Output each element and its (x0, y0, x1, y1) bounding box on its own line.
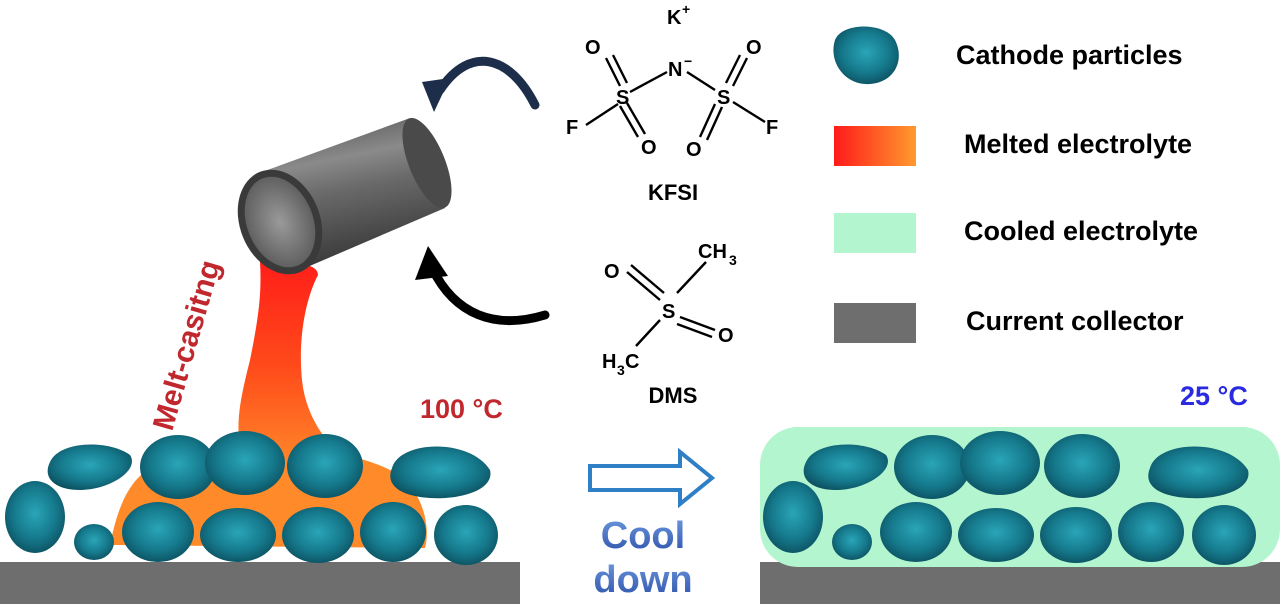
cathode-particle (1040, 507, 1112, 563)
cathode-particle (803, 444, 888, 490)
cathode-particle (894, 435, 970, 499)
cathode-particles-right (763, 431, 1256, 565)
kfsi-name: KFSI (648, 180, 698, 205)
legend-collector-label: Current collector (966, 306, 1184, 336)
svg-text:O: O (641, 137, 657, 159)
svg-text:N: N (668, 59, 682, 81)
cathode-particle (47, 444, 132, 490)
legend: Cathode particles Melted electrolyte Coo… (833, 26, 1198, 343)
legend-collector-swatch (834, 303, 916, 343)
dms-name: DMS (649, 383, 698, 408)
cathode-particle (1148, 446, 1249, 499)
svg-text:O: O (585, 37, 601, 59)
top-arrow-head (422, 78, 450, 112)
svg-text:+: + (682, 1, 690, 17)
svg-text:O: O (718, 325, 734, 347)
legend-cathode-swatch (833, 26, 899, 85)
cool-down-arrow (588, 447, 716, 509)
legend-melted-swatch (834, 126, 916, 166)
cathode-particle (74, 524, 114, 560)
cathode-particle (122, 502, 194, 562)
cathode-particle (205, 431, 285, 495)
down-label: down (593, 559, 692, 601)
kfsi-structure: K + N − S S O O F F O O (566, 1, 778, 161)
svg-text:S: S (662, 301, 675, 323)
current-collector-right (760, 562, 1280, 604)
cathode-particle (282, 507, 354, 563)
legend-cooled-swatch (834, 213, 916, 253)
cathode-particle (880, 502, 952, 562)
current-collector-left (0, 562, 520, 604)
cathode-particle (140, 435, 216, 499)
bottom-arrow-head (415, 246, 448, 280)
svg-text:S: S (616, 87, 629, 109)
cathode-particle (960, 431, 1040, 495)
cathode-particle (5, 481, 65, 553)
svg-text:F: F (566, 117, 578, 139)
cathode-particle (434, 505, 498, 565)
legend-cooled-label: Cooled electrolyte (964, 216, 1198, 246)
cold-temperature: 25 °C (1180, 381, 1248, 411)
svg-text:O: O (686, 139, 702, 161)
svg-text:O: O (604, 261, 620, 283)
cathode-particle (763, 481, 823, 553)
legend-melted-label: Melted electrolyte (964, 129, 1192, 159)
svg-text:H: H (602, 351, 616, 373)
dms-structure: O S O CH 3 H 3 C (602, 241, 737, 378)
svg-text:K: K (667, 7, 682, 29)
pouring-cylinder (237, 117, 452, 275)
cathode-particle (287, 434, 363, 498)
cathode-particle (832, 524, 872, 560)
melted-electrolyte-stream (238, 262, 360, 470)
svg-text:CH: CH (698, 241, 727, 263)
svg-text:3: 3 (729, 252, 737, 268)
cathode-particle (1044, 434, 1120, 498)
melt-casting-label: Melt-casitng (147, 257, 227, 434)
cathode-particle (1192, 505, 1256, 565)
svg-text:C: C (625, 351, 639, 373)
svg-text:F: F (766, 117, 778, 139)
legend-cathode-label: Cathode particles (956, 40, 1183, 70)
cathode-particles-left (5, 431, 498, 565)
cathode-particle (1118, 502, 1184, 562)
bottom-curved-arrow (427, 263, 550, 326)
cool-label: Cool (601, 515, 685, 557)
cathode-particle (390, 446, 491, 499)
cathode-particle (958, 508, 1034, 562)
svg-text:S: S (717, 87, 730, 109)
svg-text:3: 3 (617, 362, 625, 378)
top-curved-arrow (435, 56, 540, 110)
svg-text:O: O (746, 37, 762, 59)
cathode-particle (360, 502, 426, 562)
svg-text:−: − (684, 53, 692, 69)
hot-temperature: 100 °C (420, 394, 503, 424)
cathode-particle (200, 508, 276, 562)
